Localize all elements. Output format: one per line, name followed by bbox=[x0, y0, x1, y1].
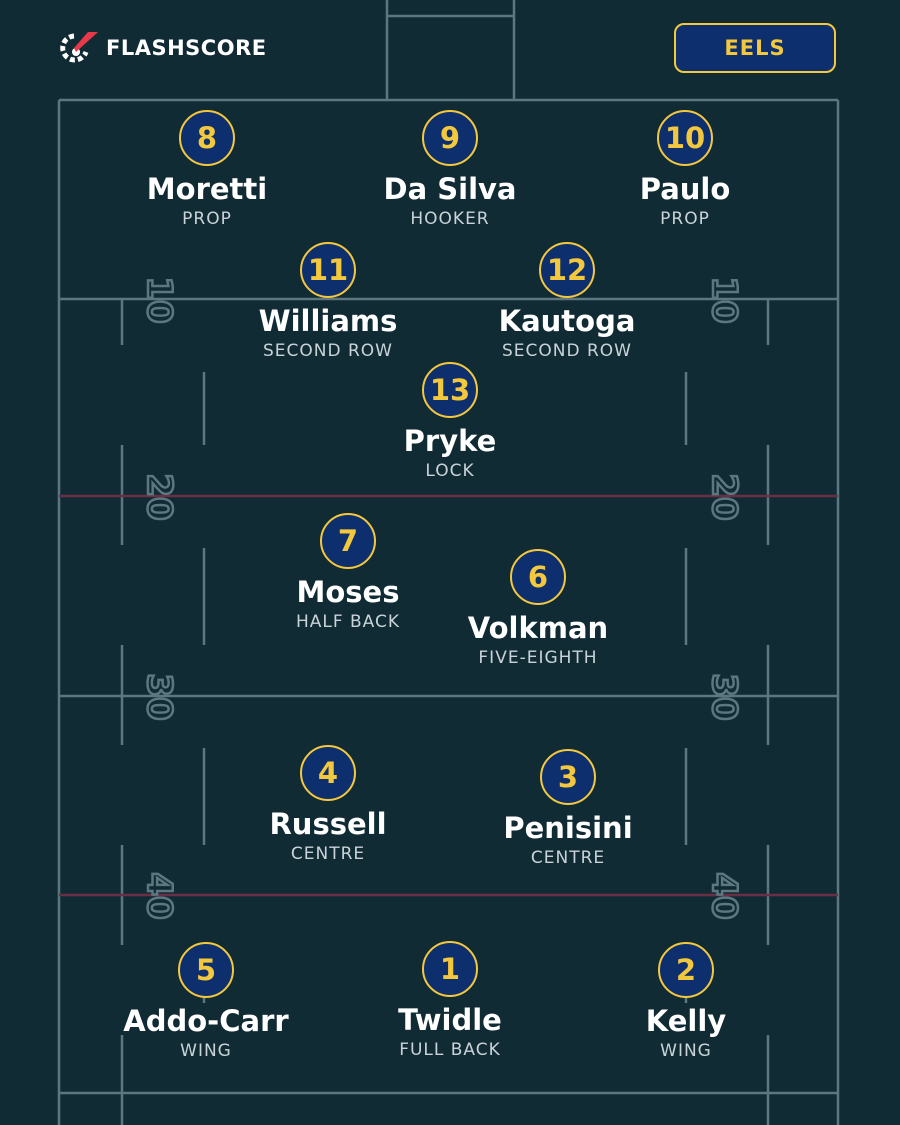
player-name: Williams bbox=[258, 304, 398, 338]
jersey-number-badge: 11 bbox=[300, 242, 356, 298]
player-position: SECOND ROW bbox=[263, 341, 393, 361]
player-card[interactable]: 2 Kelly WING bbox=[566, 942, 806, 1062]
jersey-number-badge: 10 bbox=[657, 110, 713, 166]
player-name: Pryke bbox=[403, 424, 497, 458]
player-name: Twidle bbox=[398, 1003, 502, 1037]
player-card[interactable]: 12 Kautoga SECOND ROW bbox=[447, 242, 687, 362]
jersey-number-badge: 12 bbox=[539, 242, 595, 298]
yard-number-10-right: 10 bbox=[704, 276, 744, 323]
yard-number-20-left: 20 bbox=[139, 473, 179, 520]
player-card[interactable]: 4 Russell CENTRE bbox=[208, 745, 448, 865]
player-name: Russell bbox=[269, 807, 387, 841]
yard-number-10-left: 10 bbox=[139, 276, 179, 323]
player-position: CENTRE bbox=[530, 848, 606, 868]
player-name: Moses bbox=[296, 575, 400, 609]
brand-name: FLASHSCORE bbox=[106, 36, 267, 60]
player-position: SECOND ROW bbox=[502, 341, 632, 361]
player-position: WING bbox=[180, 1041, 232, 1061]
player-name: Kelly bbox=[645, 1004, 727, 1038]
player-position: PROP bbox=[660, 209, 710, 229]
player-position: FIVE-EIGHTH bbox=[478, 648, 598, 668]
yard-number-20-right: 20 bbox=[704, 473, 744, 520]
team-button-eels[interactable]: EELS bbox=[674, 23, 836, 73]
player-position: CENTRE bbox=[290, 844, 366, 864]
jersey-number-badge: 2 bbox=[658, 942, 714, 998]
player-position: LOCK bbox=[425, 461, 475, 481]
jersey-number-badge: 6 bbox=[510, 549, 566, 605]
player-position: PROP bbox=[182, 209, 232, 229]
player-name: Volkman bbox=[467, 611, 609, 645]
jersey-number-badge: 9 bbox=[422, 110, 478, 166]
player-card[interactable]: 8 Moretti PROP bbox=[87, 110, 327, 230]
player-card[interactable]: 7 Moses HALF BACK bbox=[228, 513, 468, 633]
jersey-number-badge: 3 bbox=[540, 749, 596, 805]
jersey-number-badge: 8 bbox=[179, 110, 235, 166]
player-name: Moretti bbox=[146, 172, 268, 206]
player-card[interactable]: 11 Williams SECOND ROW bbox=[208, 242, 448, 362]
flashscore-logo-icon bbox=[60, 32, 98, 63]
player-name: Paulo bbox=[639, 172, 731, 206]
player-name: Addo-Carr bbox=[123, 1004, 289, 1038]
jersey-number-badge: 13 bbox=[422, 362, 478, 418]
player-card[interactable]: 13 Pryke LOCK bbox=[330, 362, 570, 482]
player-name: Penisini bbox=[503, 811, 633, 845]
player-position: HOOKER bbox=[410, 209, 490, 229]
jersey-number-badge: 4 bbox=[300, 745, 356, 801]
player-position: HALF BACK bbox=[295, 612, 401, 632]
player-card[interactable]: 9 Da Silva HOOKER bbox=[330, 110, 570, 230]
player-position: FULL BACK bbox=[399, 1040, 501, 1060]
yard-number-30-left: 30 bbox=[139, 673, 179, 720]
player-card[interactable]: 1 Twidle FULL BACK bbox=[330, 941, 570, 1061]
player-position: WING bbox=[660, 1041, 712, 1061]
jersey-number-badge: 1 bbox=[422, 941, 478, 997]
yard-number-40-right: 40 bbox=[704, 872, 744, 919]
player-card[interactable]: 5 Addo-Carr WING bbox=[86, 942, 326, 1062]
player-name: Kautoga bbox=[498, 304, 636, 338]
player-card[interactable]: 3 Penisini CENTRE bbox=[448, 749, 688, 869]
player-card[interactable]: 10 Paulo PROP bbox=[565, 110, 805, 230]
player-card[interactable]: 6 Volkman FIVE-EIGHTH bbox=[418, 549, 658, 669]
flashscore-logo[interactable]: FLASHSCORE bbox=[58, 30, 267, 66]
jersey-number-badge: 5 bbox=[178, 942, 234, 998]
yard-number-30-right: 30 bbox=[704, 673, 744, 720]
yard-number-40-left: 40 bbox=[139, 872, 179, 919]
player-name: Da Silva bbox=[383, 172, 517, 206]
jersey-number-badge: 7 bbox=[320, 513, 376, 569]
